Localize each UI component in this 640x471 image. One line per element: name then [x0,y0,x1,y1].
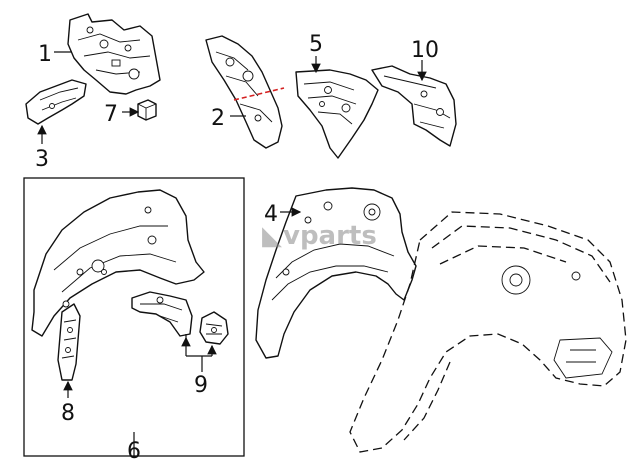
part-3-bracket[interactable] [25,79,87,125]
leader-9 [185,334,213,372]
part-10-bracket[interactable] [371,65,457,147]
watermark-text: vparts [283,221,377,251]
callout-4: 4 [264,202,278,227]
callout-7: 7 [104,102,118,127]
callout-1: 1 [38,42,52,67]
callout-3: 3 [35,147,49,172]
callout-2: 2 [211,106,225,131]
callout-10: 10 [411,38,439,63]
callout-6: 6 [127,439,141,464]
part-4-wheelhouse[interactable] [255,187,417,359]
part-7-clip[interactable] [137,99,157,121]
part-2-pillar[interactable] [205,35,285,149]
callout-5: 5 [309,32,323,57]
vparts-watermark: ◣ vparts [262,221,377,251]
part-9-bracket-b[interactable] [199,311,229,345]
part-8-brace[interactable] [57,303,81,381]
part-9-bracket-a[interactable] [131,291,193,337]
watermark-logo-mark: ◣ [262,221,282,251]
inner-wheelhouse[interactable] [31,189,205,337]
fuel-door [501,265,531,295]
callout-8: 8 [61,401,75,426]
part-5-outer-panel[interactable] [295,69,379,159]
part-1-inner-panel[interactable] [67,13,161,95]
callout-9: 9 [194,373,208,398]
cut-line [233,87,285,101]
quarter-panel-outline [349,211,627,453]
